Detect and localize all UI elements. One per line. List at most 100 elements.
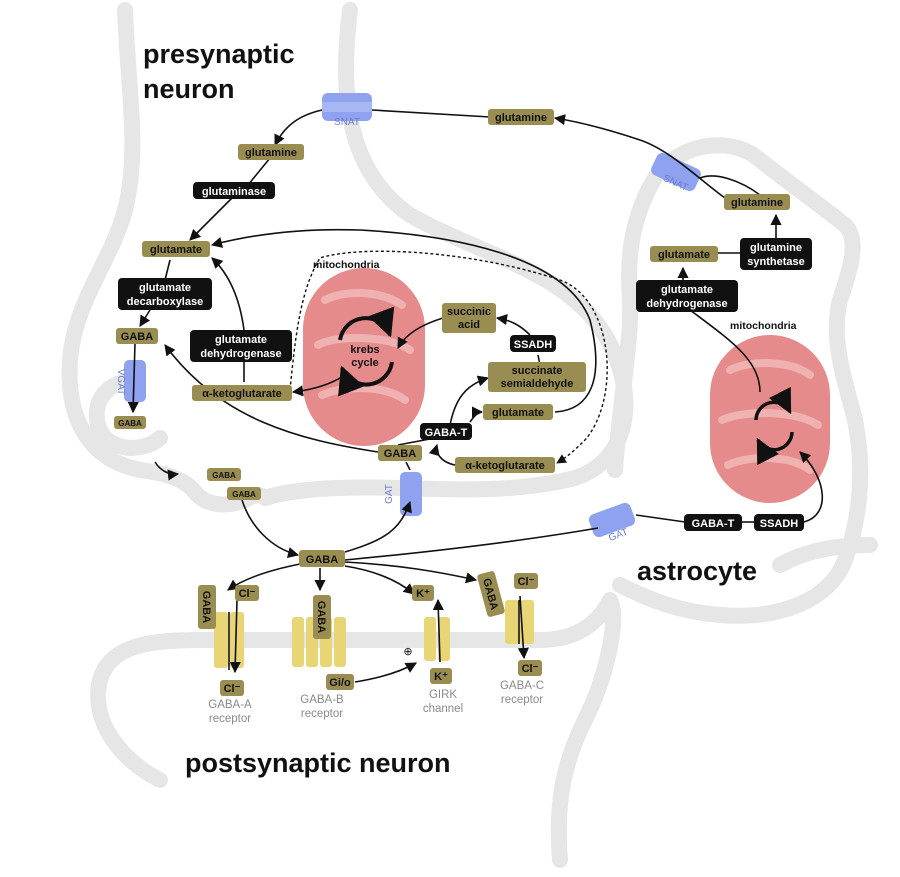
- mitochondria-label-neuron: mitochondria: [313, 259, 380, 271]
- svg-text:GABA: GABA: [212, 471, 236, 480]
- vgat-label: VGAT: [115, 369, 126, 395]
- gaba-b-label-1: GABA-B: [300, 694, 344, 706]
- gio-protein: Gi/o: [326, 674, 354, 690]
- svg-text:glutamine: glutamine: [245, 147, 297, 159]
- glutamate-dehydrogenase-neuron: glutamate dehydrogenase: [190, 330, 292, 362]
- svg-text:glutamate: glutamate: [492, 407, 544, 419]
- svg-text:GABA: GABA: [315, 601, 327, 633]
- gaba-b-ligand: GABA: [313, 595, 331, 639]
- arrows: [127, 109, 824, 683]
- astrocyte-membrane-left: [607, 162, 668, 478]
- gaba-center: GABA: [299, 550, 345, 567]
- svg-text:glutamine: glutamine: [750, 242, 802, 254]
- cl-a-bottom: Cl⁻: [220, 680, 244, 696]
- glutamate-dehydrogenase-astrocyte: glutamate dehydrogenase: [636, 280, 738, 312]
- svg-text:K⁺: K⁺: [416, 588, 430, 600]
- plus-sign: ⊕: [403, 645, 412, 658]
- krebs-label-2: cycle: [351, 357, 379, 369]
- gaba-reuptake: GABA: [378, 445, 422, 461]
- k-bottom: K⁺: [430, 668, 452, 684]
- girk-channel: [424, 617, 450, 661]
- k-top: K⁺: [412, 585, 434, 601]
- svg-text:glutamate: glutamate: [139, 282, 191, 294]
- svg-text:dehydrogenase: dehydrogenase: [200, 348, 281, 360]
- gaba-neuron: GABA: [116, 328, 158, 344]
- glutamate-neuron: glutamate: [142, 241, 210, 257]
- membranes: [61, 2, 878, 868]
- gat-label-neuron: GAT: [384, 484, 395, 504]
- glutamine-top: glutamine: [488, 109, 554, 125]
- gaba-c-receptor: [505, 600, 534, 644]
- svg-text:Cl⁻: Cl⁻: [518, 576, 535, 588]
- gaba-t-neuron: GABA-T: [420, 423, 472, 440]
- svg-text:glutaminase: glutaminase: [202, 186, 266, 198]
- alpha-ketoglutarate-right: α-ketoglutarate: [455, 457, 555, 473]
- svg-text:SSADH: SSADH: [760, 518, 799, 530]
- svg-text:GABA: GABA: [384, 448, 416, 460]
- gaba-t-astrocyte: GABA-T: [684, 514, 742, 531]
- gat-transporter-astrocyte: GAT: [588, 502, 636, 544]
- svg-text:GABA: GABA: [118, 419, 142, 428]
- presynaptic-membrane-left: [61, 2, 203, 500]
- postsynaptic-membrane: [90, 592, 622, 868]
- alpha-ketoglutarate-left: α-ketoglutarate: [192, 385, 292, 401]
- svg-text:succinate: succinate: [512, 365, 563, 377]
- gaba-b-label-2: receptor: [301, 708, 343, 720]
- vesicle-membrane: [88, 372, 168, 456]
- gat-transporter-neuron: GAT: [384, 472, 422, 516]
- cl-a-top: Cl⁻: [235, 585, 259, 601]
- svg-text:GABA: GABA: [306, 554, 338, 566]
- krebs-cycle-icon: [338, 306, 395, 397]
- svg-text:glutamate: glutamate: [215, 334, 267, 346]
- svg-text:Cl⁻: Cl⁻: [224, 683, 241, 695]
- gaba-a-receptor: [214, 612, 244, 670]
- cl-c-bottom: Cl⁻: [518, 660, 542, 676]
- cl-c-top: Cl⁻: [514, 573, 538, 589]
- gaba-c-label-2: receptor: [501, 694, 543, 706]
- glutamate-decarboxylase-enzyme: glutamate decarboxylase: [118, 278, 212, 310]
- svg-text:glutamate: glutamate: [661, 284, 713, 296]
- svg-text:GABA: GABA: [200, 591, 212, 623]
- astrocyte-membrane: [612, 137, 869, 624]
- svg-text:dehydrogenase: dehydrogenase: [646, 298, 727, 310]
- glutamine-neuron: glutamine: [238, 144, 304, 160]
- svg-text:Gi/o: Gi/o: [329, 677, 351, 689]
- gaba-a-ligand: GABA: [198, 585, 216, 629]
- snat-transporter-neuron: SNAT: [322, 93, 372, 128]
- vgat-transporter: VGAT: [115, 360, 146, 402]
- mitochondria-label-astrocyte: mitochondria: [730, 320, 797, 332]
- svg-text:K⁺: K⁺: [434, 671, 448, 683]
- svg-text:GABA-T: GABA-T: [692, 518, 735, 530]
- svg-text:glutamine: glutamine: [731, 197, 783, 209]
- glutamate-astrocyte: glutamate: [650, 246, 718, 262]
- presynaptic-label-1: presynaptic: [143, 39, 295, 69]
- glutaminase-enzyme: glutaminase: [193, 182, 275, 199]
- svg-text:α-ketoglutarate: α-ketoglutarate: [465, 460, 545, 472]
- presynaptic-label-2: neuron: [143, 74, 235, 104]
- svg-text:glutamate: glutamate: [150, 244, 202, 256]
- svg-text:SSADH: SSADH: [514, 339, 553, 351]
- gaba-a-label-2: receptor: [209, 713, 251, 725]
- svg-text:synthetase: synthetase: [747, 256, 804, 268]
- glutamine-astrocyte: glutamine: [724, 194, 790, 210]
- snat-label-neuron: SNAT: [334, 117, 360, 128]
- gaba-vesicle: GABA: [114, 416, 146, 429]
- svg-text:semialdehyde: semialdehyde: [501, 378, 574, 390]
- gaba-c-ligand: GABA: [477, 571, 505, 617]
- astrocyte-process: [772, 537, 878, 573]
- svg-text:Cl⁻: Cl⁻: [239, 588, 256, 600]
- svg-text:GABA-T: GABA-T: [425, 427, 468, 439]
- girk-label-1: GIRK: [429, 689, 457, 701]
- svg-text:Cl⁻: Cl⁻: [522, 663, 539, 675]
- succinate-semialdehyde: succinate semialdehyde: [488, 362, 586, 392]
- ssadh-astrocyte: SSADH: [754, 514, 804, 531]
- glutamine-synthetase: glutamine synthetase: [740, 238, 812, 270]
- gaba-c-label-1: GABA-C: [500, 680, 544, 692]
- gaba-cleft-1: GABA: [207, 468, 241, 481]
- svg-text:acid: acid: [458, 319, 480, 331]
- svg-text:succinic: succinic: [447, 306, 491, 318]
- svg-text:glutamate: glutamate: [658, 249, 710, 261]
- gaba-a-label-1: GABA-A: [208, 699, 252, 711]
- girk-label-2: channel: [423, 703, 463, 715]
